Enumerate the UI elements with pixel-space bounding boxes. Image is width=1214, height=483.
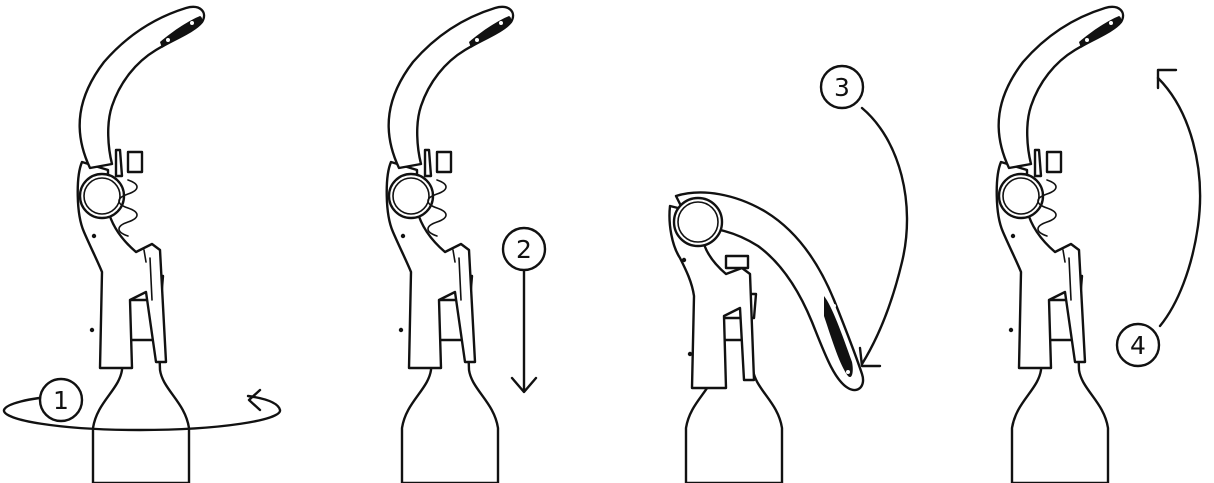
step-4-number: 4 bbox=[1130, 331, 1146, 360]
corkscrew-upright-4 bbox=[995, 5, 1125, 370]
step-2-badge bbox=[501, 226, 547, 272]
curved-arrow-up bbox=[1156, 76, 1202, 328]
corkscrew-lever-down bbox=[668, 191, 865, 392]
corkscrew-upright-2 bbox=[385, 5, 515, 370]
rotation-arrow bbox=[2, 394, 282, 432]
step-1-number: 1 bbox=[53, 386, 69, 415]
step-4-badge bbox=[1115, 322, 1161, 368]
step-4-illustration: 4 bbox=[995, 5, 1202, 483]
step-1-illustration: 1 bbox=[2, 5, 282, 483]
step-3-badge bbox=[819, 64, 865, 110]
step-2-number: 2 bbox=[516, 235, 532, 264]
down-arrow bbox=[510, 266, 538, 394]
step-1-badge bbox=[38, 377, 84, 423]
step-3-number: 3 bbox=[834, 73, 850, 102]
step-2-illustration: 2 bbox=[385, 5, 547, 483]
step-3-illustration: 3 bbox=[668, 64, 909, 483]
corkscrew-upright-1 bbox=[76, 5, 206, 370]
curved-arrow-down bbox=[860, 106, 909, 366]
